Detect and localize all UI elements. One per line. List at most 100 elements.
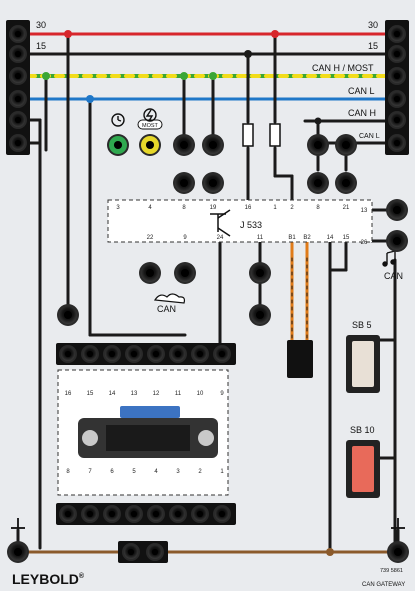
module-name: J 533 <box>240 220 262 230</box>
socket-jack[interactable] <box>388 25 406 43</box>
socket-jack[interactable] <box>169 505 187 523</box>
fuse-sb5 <box>346 335 380 393</box>
socket-jack[interactable] <box>9 45 27 63</box>
pin-label: 19 <box>210 205 217 211</box>
pin-label: B1 <box>288 235 296 241</box>
fuse-sb5-label: SB 5 <box>352 320 372 330</box>
pin-label: 8 <box>182 205 186 211</box>
music-note-icon <box>382 250 396 267</box>
socket-jack[interactable] <box>173 172 195 194</box>
j533-module <box>107 199 373 243</box>
can-connector <box>287 340 313 378</box>
socket-jack[interactable] <box>139 262 161 284</box>
fuse-icon <box>269 123 281 147</box>
socket-jack[interactable] <box>147 505 165 523</box>
socket-jack[interactable] <box>9 111 27 129</box>
can-cloud-icon <box>153 293 186 304</box>
socket-jack[interactable] <box>386 230 408 252</box>
pin-label: 2 <box>290 205 294 211</box>
brand-logo: LEYBOLD® <box>12 571 85 587</box>
socket-jack[interactable] <box>213 505 231 523</box>
pin-label: 15 <box>87 391 94 397</box>
socket-jack[interactable] <box>125 505 143 523</box>
pin-label: 16 <box>245 205 252 211</box>
socket-jack[interactable] <box>202 172 224 194</box>
pin-label: 10 <box>197 391 204 397</box>
obd-connector-icon <box>78 406 218 458</box>
socket-jack[interactable] <box>81 505 99 523</box>
socket-jack[interactable] <box>59 505 77 523</box>
pin-label: 3 <box>116 205 120 211</box>
jacks-layer <box>7 25 409 563</box>
pin-label: 3 <box>176 469 180 475</box>
pin-label: 12 <box>153 391 160 397</box>
socket-jack[interactable] <box>249 304 271 326</box>
pin-label: 9 <box>183 235 187 241</box>
socket-jack[interactable] <box>7 541 29 563</box>
lightning-icon <box>143 108 157 122</box>
socket-jack[interactable] <box>9 134 27 152</box>
socket-jack[interactable] <box>9 67 27 85</box>
socket-jack[interactable] <box>146 543 164 561</box>
socket-jack[interactable] <box>81 345 99 363</box>
socket-jack[interactable] <box>387 541 409 563</box>
socket-jack[interactable] <box>388 90 406 108</box>
label-can-l: CAN L <box>348 86 375 96</box>
socket-jack[interactable] <box>191 505 209 523</box>
socket-jack[interactable] <box>249 262 271 284</box>
socket-jack[interactable] <box>388 111 406 129</box>
ground-icon <box>391 518 405 529</box>
socket-jack[interactable] <box>9 90 27 108</box>
socket-jack[interactable] <box>147 345 165 363</box>
pin-label: 8 <box>66 469 70 475</box>
pin-label: 6 <box>110 469 114 475</box>
pin-label: 22 <box>147 235 154 241</box>
socket-jack[interactable] <box>174 262 196 284</box>
junctions <box>42 30 334 556</box>
pin-label: 21 <box>343 205 350 211</box>
pin-label: 13 <box>361 208 368 214</box>
pin-label: 1 <box>273 205 277 211</box>
socket-jack[interactable] <box>307 172 329 194</box>
pin-label: B2 <box>303 235 311 241</box>
can-right: CAN <box>384 271 403 281</box>
socket-jack[interactable] <box>388 45 406 63</box>
socket-jack[interactable] <box>386 199 408 221</box>
pin-label: 2 <box>198 469 202 475</box>
fuse-icon <box>242 123 254 147</box>
socket-jack[interactable] <box>103 505 121 523</box>
socket-jack[interactable] <box>191 345 209 363</box>
socket-jack[interactable] <box>59 345 77 363</box>
clock-icon <box>111 113 125 127</box>
socket-jack[interactable] <box>388 134 406 152</box>
pin-label: 13 <box>131 391 138 397</box>
part-number: 739 5861 <box>380 568 403 574</box>
socket-jack[interactable] <box>9 25 27 43</box>
socket-jack[interactable] <box>213 345 231 363</box>
socket-jack[interactable] <box>335 172 357 194</box>
pin-label: 15 <box>343 235 350 241</box>
fuse-sb10 <box>346 440 380 498</box>
socket-jack[interactable] <box>169 345 187 363</box>
pin-label: 26 <box>361 240 368 246</box>
socket-jack[interactable] <box>57 304 79 326</box>
socket-jack[interactable] <box>122 543 140 561</box>
pin-label: 14 <box>109 391 116 397</box>
socket-jack[interactable] <box>103 345 121 363</box>
pin-label: 14 <box>327 235 334 241</box>
label-15-left: 15 <box>36 41 46 51</box>
socket-jack[interactable] <box>125 345 143 363</box>
socket-yellow[interactable] <box>139 134 161 156</box>
socket-jack[interactable] <box>202 134 224 156</box>
pin-label: 1 <box>220 469 224 475</box>
socket-jack[interactable] <box>388 67 406 85</box>
label-30-right: 30 <box>368 20 378 30</box>
socket-jack[interactable] <box>335 134 357 156</box>
socket-jack[interactable] <box>307 134 329 156</box>
pin-label: 9 <box>220 391 224 397</box>
socket-green[interactable] <box>107 134 129 156</box>
socket-jack[interactable] <box>173 134 195 156</box>
